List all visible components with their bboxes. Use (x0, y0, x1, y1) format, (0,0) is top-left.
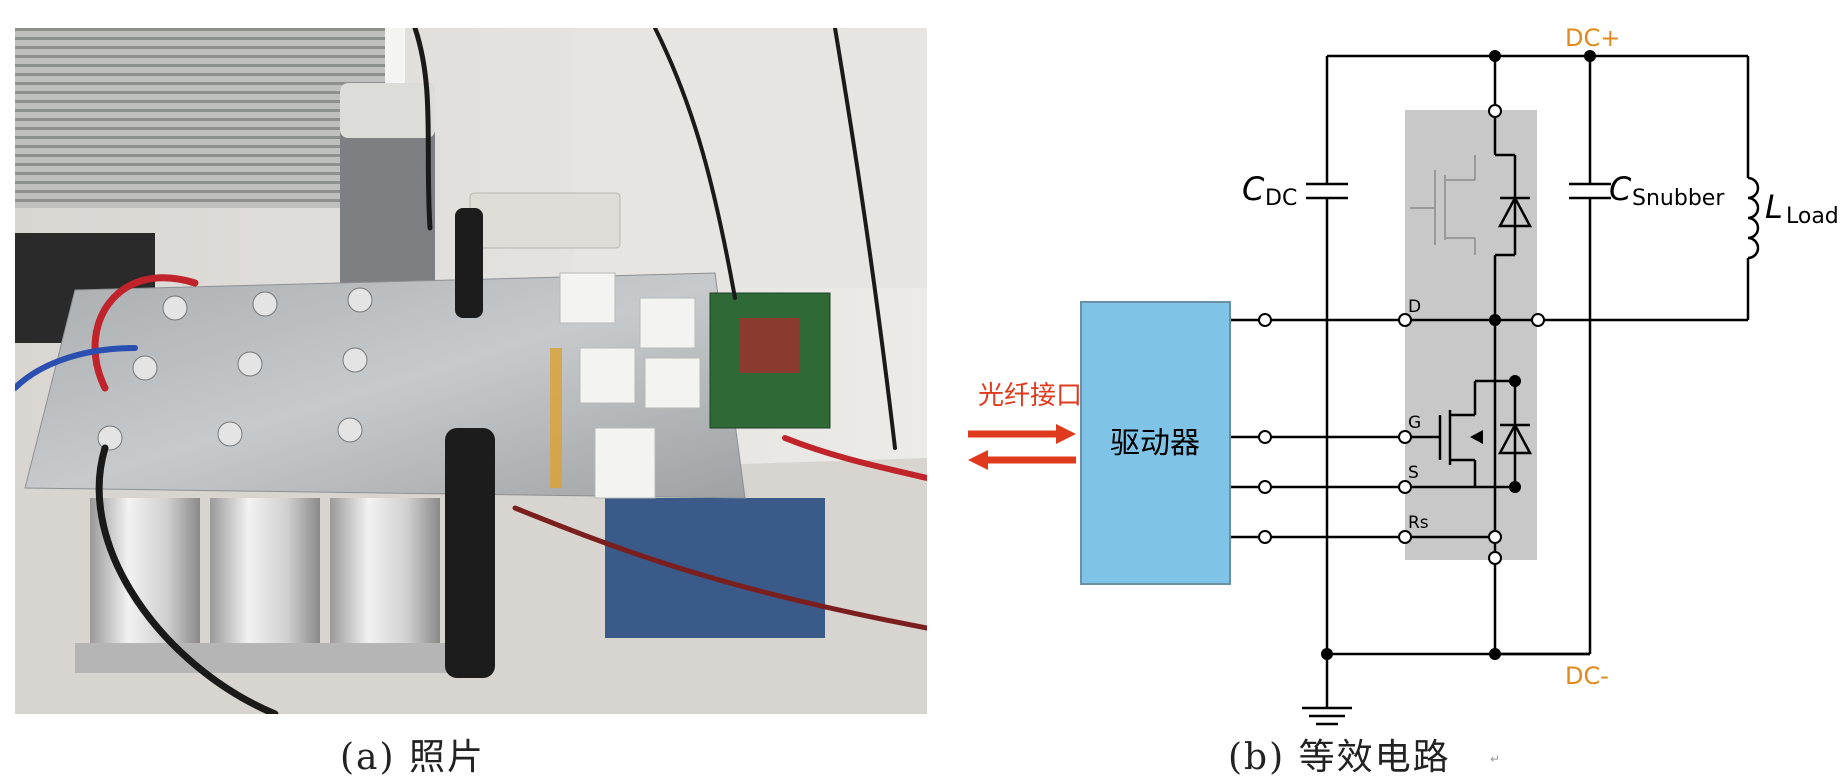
driver-label: 驱动器 (1110, 426, 1200, 461)
equivalent-circuit-diagram: 驱动器 光纤接口 DC+ DC- C DC C Snubber L Load D… (968, 24, 1839, 726)
dc-minus-label: DC- (1565, 662, 1609, 690)
svg-text:C: C (1242, 170, 1265, 208)
svg-text:C: C (1609, 170, 1632, 208)
return-mark: ↵ (1490, 752, 1501, 766)
caption-photo: (a) 照片 (340, 737, 485, 778)
pin-rs-label: Rs (1408, 513, 1429, 533)
pin-s-label: S (1408, 463, 1419, 483)
svg-text:Snubber: Snubber (1632, 186, 1725, 211)
pin-d-label: D (1408, 297, 1421, 317)
dc-plus-label: DC+ (1565, 24, 1620, 52)
caption-equivalent-circuit: (b) 等效电路 (1228, 737, 1451, 778)
fiber-arrow-in (1056, 424, 1076, 444)
c-snubber-label: C Snubber (1609, 170, 1725, 211)
fiber-arrow-out (968, 450, 988, 470)
l-load-label: L Load (1765, 188, 1839, 229)
svg-text:Load: Load (1786, 204, 1839, 229)
test-setup-photo (15, 28, 927, 714)
fiber-interface-label: 光纤接口 (978, 381, 1082, 411)
pin-g-label: G (1408, 413, 1421, 433)
svg-text:L: L (1765, 188, 1783, 226)
svg-text:DC: DC (1265, 186, 1297, 211)
c-dc-label: C DC (1242, 170, 1297, 211)
driver-box (1080, 301, 1231, 585)
